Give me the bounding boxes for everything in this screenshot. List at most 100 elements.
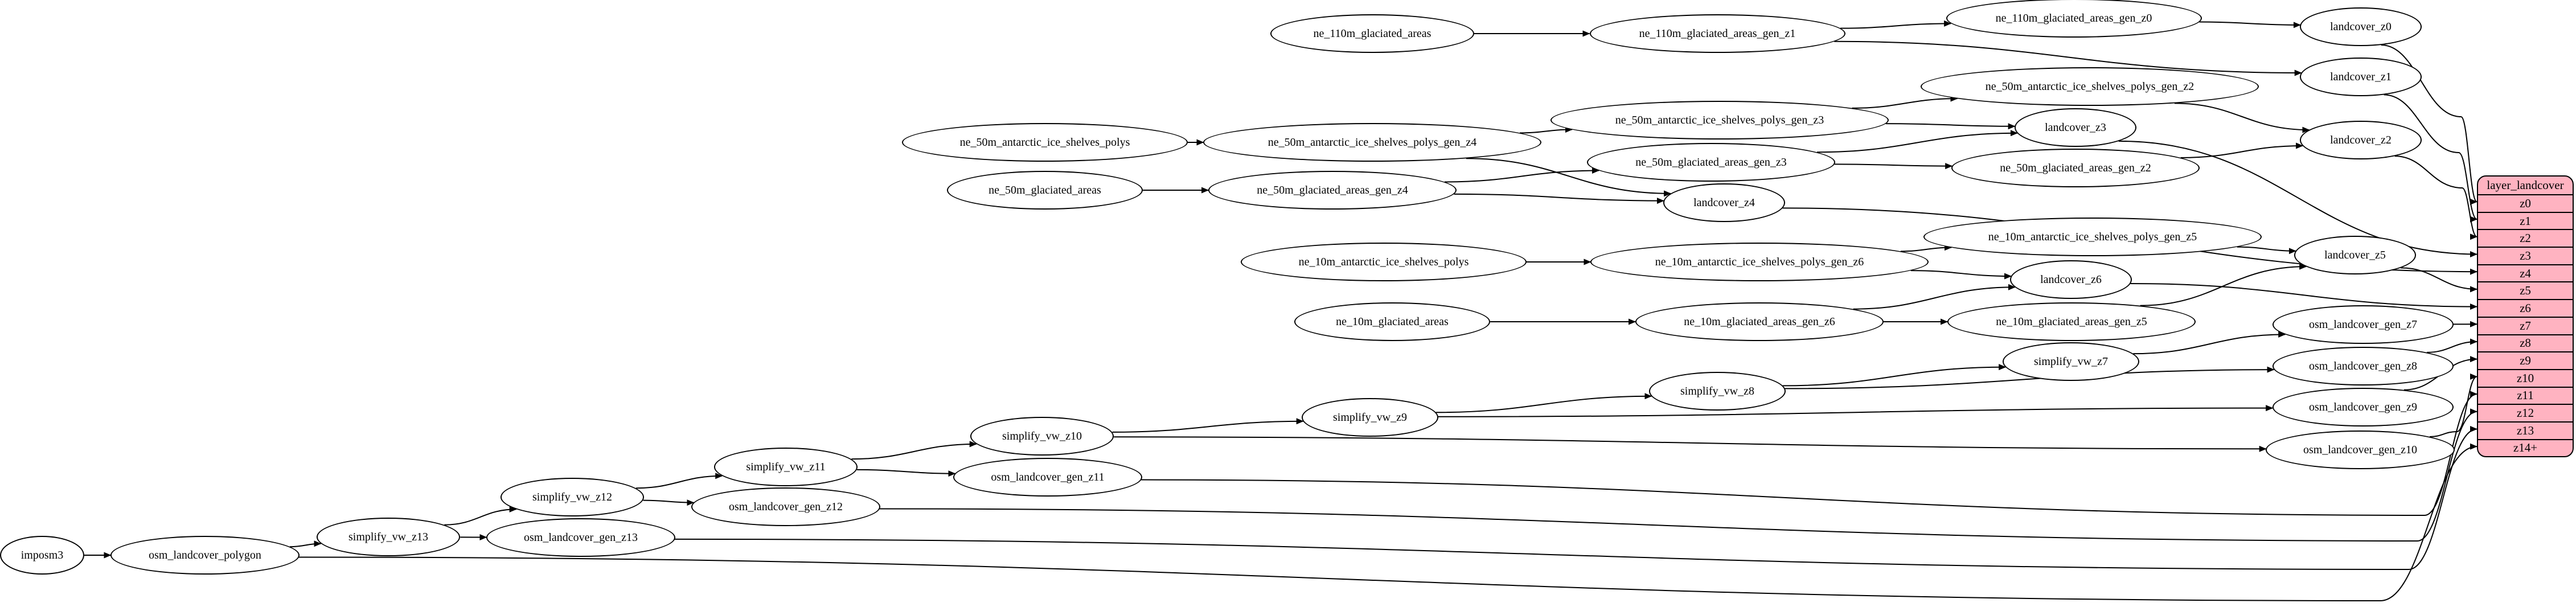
node-landcover_z0: landcover_z0 [2300, 7, 2422, 46]
edge-osm_landcover_gen_z11-to-row-z11 [1141, 391, 2477, 516]
node-osm_landcover_gen_z13: osm_landcover_gen_z13 [486, 518, 675, 557]
layer-table-row-z13: z13 [2478, 421, 2573, 439]
layer-table-title: layer_landcover [2487, 178, 2564, 192]
edge-ne_10m_antarctic_ice_shelves_polys_gen_z5-to-landcover_z5 [2237, 246, 2296, 255]
edge-landcover_z5-to-row-z5 [2401, 267, 2477, 293]
node-landcover_z3: landcover_z3 [2015, 108, 2136, 147]
layer-table-row-z11: z11 [2478, 386, 2573, 404]
node-ne_50m_glaciated_areas_gen_z3: ne_50m_glaciated_areas_gen_z3 [1587, 143, 1835, 182]
edge-ne_10m_antarctic_ice_shelves_polys_gen_z6-to-landcover_z6 [1910, 270, 2012, 280]
edge-simplify_vw_z12-to-simplify_vw_z11 [635, 473, 723, 489]
layer-table-row-z10: z10 [2478, 368, 2573, 387]
edge-simplify_vw_z11-to-simplify_vw_z10 [851, 441, 977, 460]
edge-ne_50m_antarctic_ice_shelves_polys_gen_z2-to-landcover_z2 [2174, 102, 2310, 133]
node-osm_landcover_gen_z9: osm_landcover_gen_z9 [2273, 388, 2454, 427]
layer-table-row-z1: z1 [2478, 211, 2573, 229]
node-simplify_vw_z8: simplify_vw_z8 [1649, 372, 1786, 411]
node-ne_50m_glaciated_areas_gen_z4: ne_50m_glaciated_areas_gen_z4 [1208, 171, 1457, 210]
edge-ne_110m_glaciated_areas_gen_z0-to-landcover_z0 [2199, 21, 2301, 28]
edge-simplify_vw_z8-to-simplify_vw_z7 [1782, 364, 2007, 387]
layer-table-row-z14+: z14+ [2478, 438, 2573, 457]
edge-ne_50m_antarctic_ice_shelves_polys_gen_z3-to-ne_50m_antarctic_ice_shelves_polys_gen_z2 [1852, 95, 1958, 109]
node-landcover_z4: landcover_z4 [1663, 183, 1785, 222]
node-landcover_z1: landcover_z1 [2300, 58, 2422, 96]
node-ne_50m_antarctic_ice_shelves_polys_gen_z3: ne_50m_antarctic_ice_shelves_polys_gen_z… [1550, 101, 1889, 140]
layer-table-row-z0: z0 [2478, 194, 2573, 212]
layer-table-row-z12: z12 [2478, 404, 2573, 421]
edge-osm_landcover_gen_z8-to-row-z8 [2427, 338, 2477, 353]
edge-ne_50m_antarctic_ice_shelves_polys_gen_z4-to-ne_50m_antarctic_ice_shelves_polys_gen_z3 [1519, 126, 1573, 134]
layer-table-row-z5: z5 [2478, 281, 2573, 299]
edge-ne_50m_antarctic_ice_shelves_polys_gen_z4-to-landcover_z4 [1466, 158, 1672, 197]
edge-landcover_z2-to-row-z2 [2394, 155, 2477, 240]
edge-osm_landcover_gen_z10-to-row-z10 [2430, 373, 2477, 438]
edge-ne_50m_glaciated_areas_gen_z3-to-landcover_z3 [1816, 130, 2018, 153]
node-ne_110m_glaciated_areas_gen_z1: ne_110m_glaciated_areas_gen_z1 [1589, 14, 1845, 53]
node-ne_50m_glaciated_areas_gen_z2: ne_50m_glaciated_areas_gen_z2 [1951, 149, 2200, 187]
edge-ne_10m_glaciated_areas_gen_z5-to-landcover_z5 [2140, 263, 2307, 306]
edge-ne_50m_glaciated_areas_gen_z4-to-landcover_z4 [1454, 193, 1664, 204]
node-simplify_vw_z7: simplify_vw_z7 [2003, 342, 2139, 381]
edge-landcover_z3-to-row-z3 [2118, 140, 2477, 257]
edge-ne_110m_glaciated_areas_gen_z1-to-ne_110m_glaciated_areas_gen_z0 [1840, 20, 1952, 29]
node-osm_landcover_gen_z12: osm_landcover_gen_z12 [691, 487, 880, 526]
node-ne_10m_antarctic_ice_shelves_polys: ne_10m_antarctic_ice_shelves_polys [1241, 243, 1527, 281]
node-osm_landcover_polygon: osm_landcover_polygon [110, 536, 300, 575]
node-ne_10m_antarctic_ice_shelves_polys_gen_z6: ne_10m_antarctic_ice_shelves_polys_gen_z… [1590, 243, 1929, 281]
node-ne_50m_antarctic_ice_shelves_polys: ne_50m_antarctic_ice_shelves_polys [902, 123, 1188, 162]
edge-ne_50m_glaciated_areas_gen_z4-to-ne_50m_glaciated_areas_gen_z3 [1445, 167, 1599, 183]
edge-simplify_vw_z9-to-simplify_vw_z8 [1435, 393, 1652, 413]
node-osm_landcover_gen_z11: osm_landcover_gen_z11 [953, 458, 1142, 497]
node-ne_110m_glaciated_areas_gen_z0: ne_110m_glaciated_areas_gen_z0 [1946, 0, 2202, 38]
node-simplify_vw_z13: simplify_vw_z13 [316, 518, 461, 556]
node-simplify_vw_z11: simplify_vw_z11 [713, 448, 858, 486]
node-ne_50m_antarctic_ice_shelves_polys_gen_z2: ne_50m_antarctic_ice_shelves_polys_gen_z… [1921, 67, 2259, 106]
edge-simplify_vw_z8-to-osm_landcover_gen_z8 [1785, 366, 2275, 389]
layer-table-row-z8: z8 [2478, 334, 2573, 352]
node-landcover_z6: landcover_z6 [2010, 260, 2132, 299]
edge-osm_landcover_polygon-to-row-z14+ [298, 443, 2477, 602]
node-ne_10m_glaciated_areas_gen_z6: ne_10m_glaciated_areas_gen_z6 [1635, 302, 1884, 341]
node-ne_10m_glaciated_areas: ne_10m_glaciated_areas [1294, 302, 1491, 341]
layer-table-row-z3: z3 [2478, 247, 2573, 264]
edge-ne_10m_antarctic_ice_shelves_polys_gen_z6-to-ne_10m_antarctic_ice_shelves_polys_gen_z5 [1900, 244, 1952, 252]
edge-landcover_z6-to-row-z6 [2130, 282, 2477, 310]
edge-ne_110m_glaciated_areas_gen_z1-to-landcover_z1 [1834, 40, 2302, 76]
layer-table-row-z9: z9 [2478, 351, 2573, 369]
edge-ne_50m_glaciated_areas_gen_z2-to-landcover_z2 [2180, 142, 2304, 158]
edge-simplify_vw_z10-to-simplify_vw_z9 [1112, 418, 1304, 433]
node-ne_10m_antarctic_ice_shelves_polys_gen_z5: ne_10m_antarctic_ice_shelves_polys_gen_z… [1923, 218, 2262, 256]
edge-simplify_vw_z11-to-osm_landcover_gen_z11 [856, 469, 956, 477]
edge-simplify_vw_z7-to-osm_landcover_gen_z7 [2133, 331, 2286, 355]
node-ne_10m_glaciated_areas_gen_z5: ne_10m_glaciated_areas_gen_z5 [1947, 302, 2196, 341]
edge-osm_landcover_gen_z12-to-row-z12 [879, 408, 2477, 542]
node-ne_50m_glaciated_areas: ne_50m_glaciated_areas [946, 171, 1143, 210]
edge-osm_landcover_polygon-to-simplify_vw_z13 [290, 540, 322, 548]
edge-simplify_vw_z12-to-osm_landcover_gen_z12 [643, 499, 695, 506]
edge-simplify_vw_z13-to-simplify_vw_z12 [444, 506, 517, 526]
layer-table-row-z7: z7 [2478, 316, 2573, 334]
edge-ne_50m_glaciated_areas_gen_z3-to-ne_50m_glaciated_areas_gen_z2 [1834, 163, 1953, 170]
edge-ne_50m_antarctic_ice_shelves_polys_gen_z3-to-landcover_z3 [1885, 123, 2016, 130]
node-imposm3: imposm3 [0, 536, 84, 575]
edge-osm_landcover_gen_z13-to-row-z13 [674, 426, 2477, 571]
layer-table-row-z4: z4 [2478, 264, 2573, 282]
edge-simplify_vw_z10-to-osm_landcover_gen_z10 [1114, 436, 2267, 452]
edge-ne_10m_glaciated_areas_gen_z6-to-landcover_z6 [1853, 284, 2016, 310]
edge-simplify_vw_z9-to-osm_landcover_gen_z9 [1438, 405, 2274, 417]
node-simplify_vw_z12: simplify_vw_z12 [500, 478, 645, 516]
edge-landcover_z1-to-row-z1 [2384, 94, 2477, 223]
node-osm_landcover_gen_z7: osm_landcover_gen_z7 [2273, 305, 2454, 344]
node-simplify_vw_z10: simplify_vw_z10 [970, 417, 1114, 456]
layer-table-row-z2: z2 [2478, 229, 2573, 247]
node-ne_50m_antarctic_ice_shelves_polys_gen_z4: ne_50m_antarctic_ice_shelves_polys_gen_z… [1203, 123, 1541, 162]
node-osm_landcover_gen_z8: osm_landcover_gen_z8 [2273, 347, 2454, 386]
node-osm_landcover_gen_z10: osm_landcover_gen_z10 [2266, 430, 2455, 469]
node-ne_110m_glaciated_areas: ne_110m_glaciated_areas [1270, 14, 1474, 53]
layer-table-row-z6: z6 [2478, 299, 2573, 317]
node-landcover_z2: landcover_z2 [2300, 121, 2422, 159]
node-landcover_z5: landcover_z5 [2294, 236, 2416, 274]
